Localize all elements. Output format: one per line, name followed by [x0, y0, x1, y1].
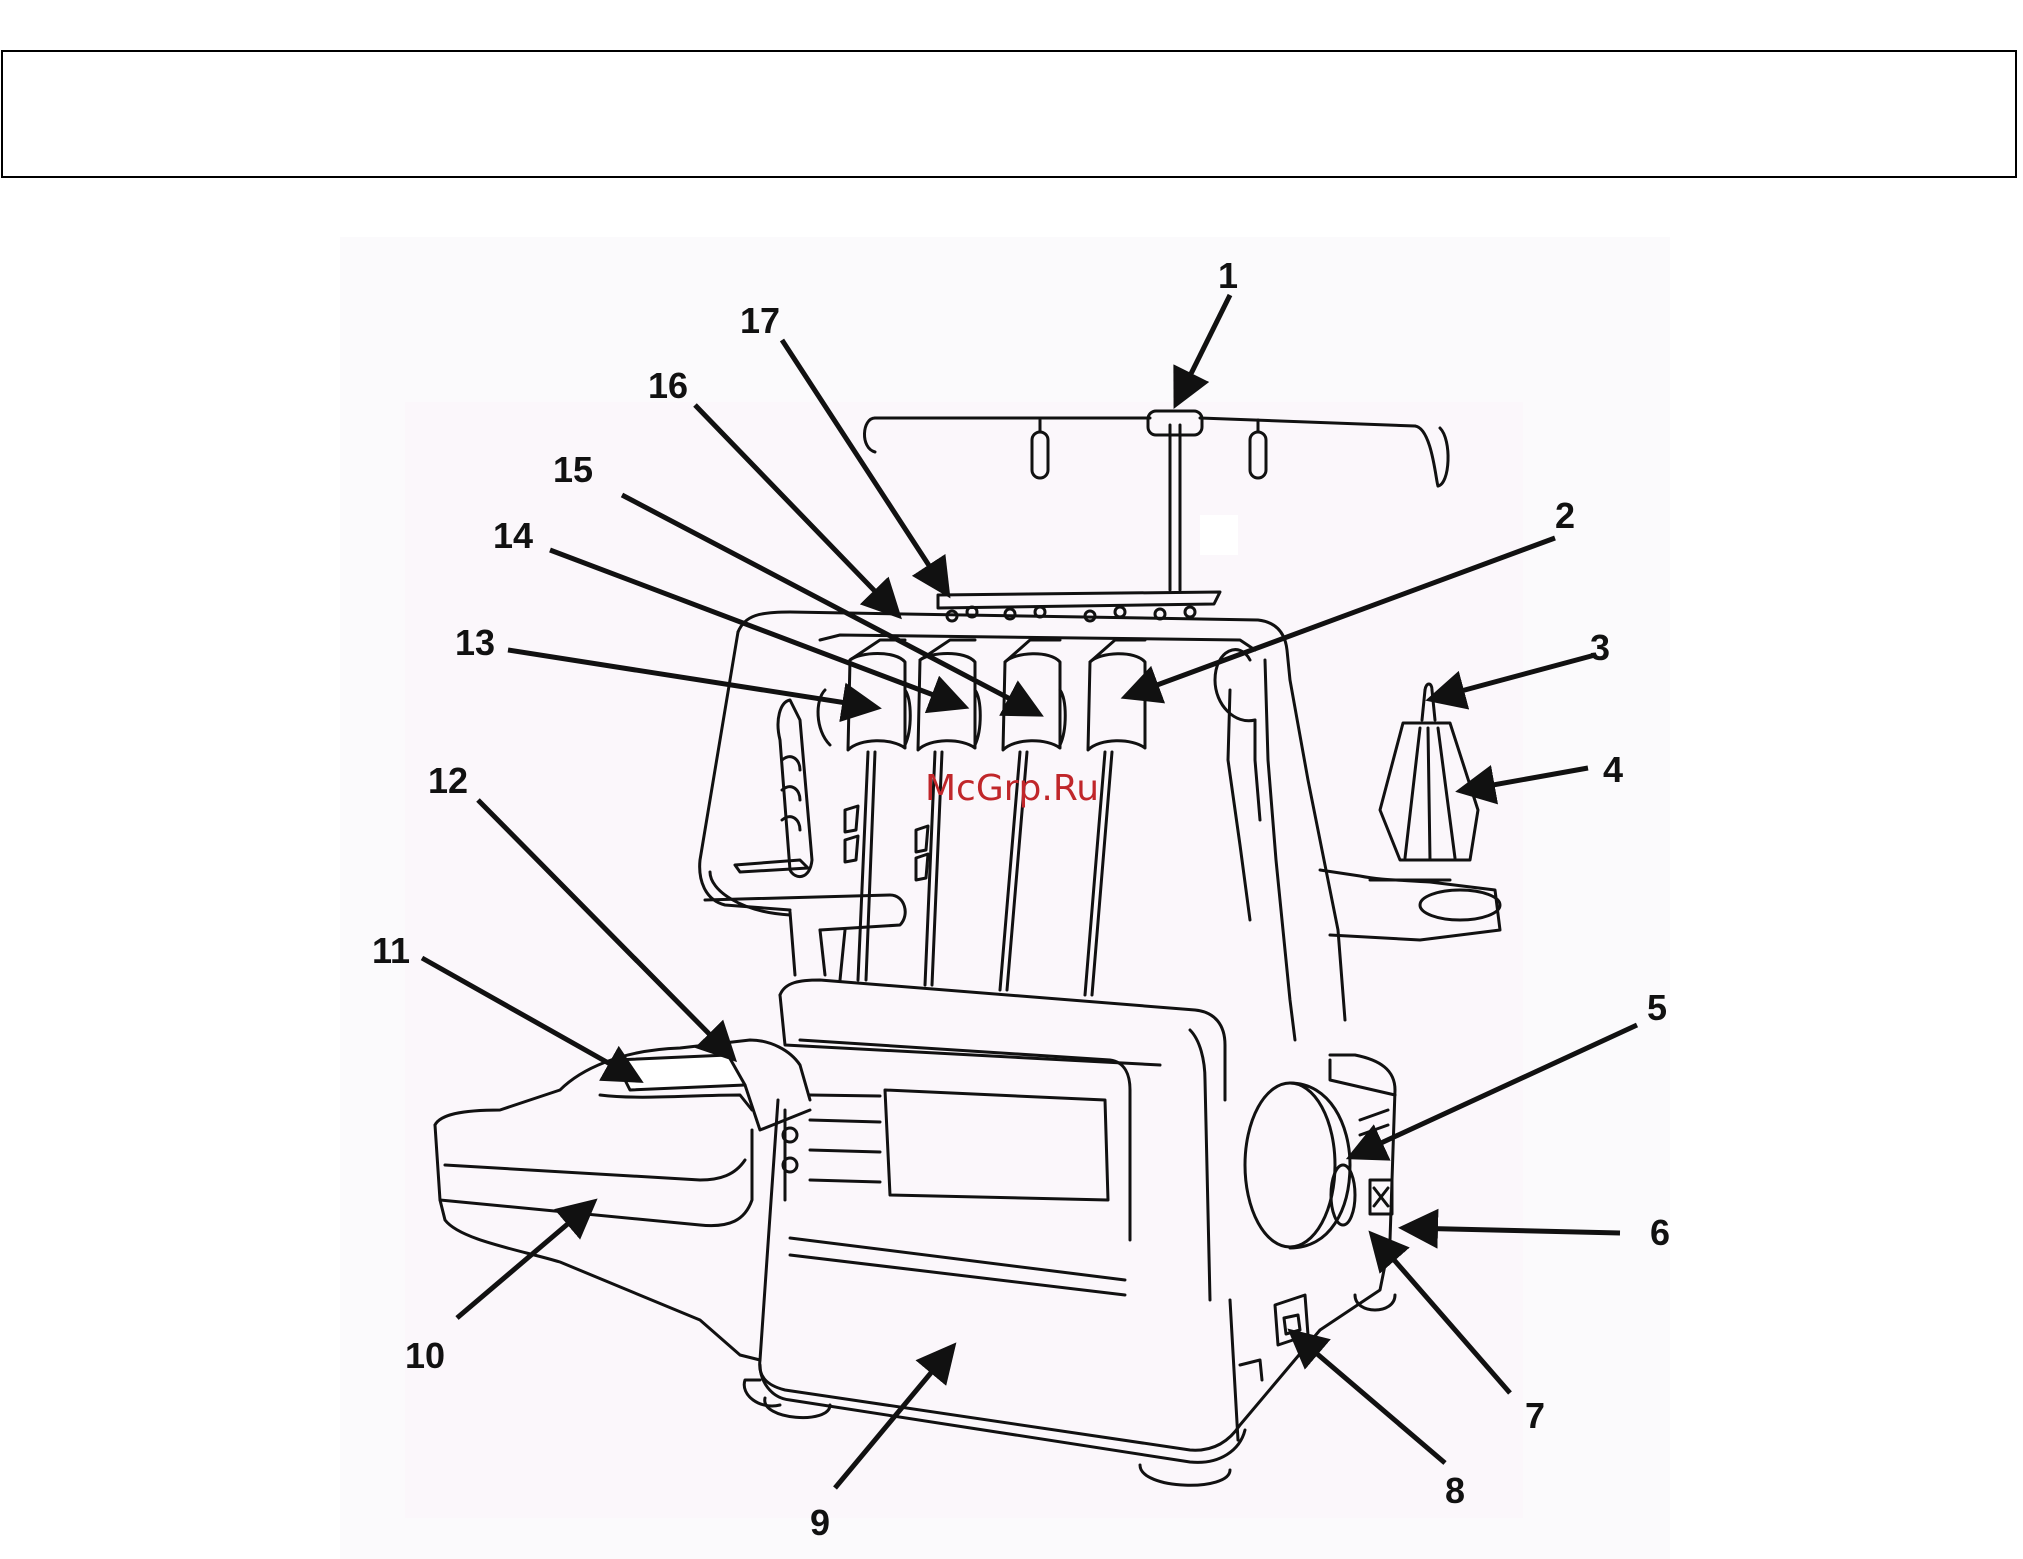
callout-16: 16 [648, 365, 688, 406]
free-arm-table [435, 1040, 810, 1360]
callout-9: 9 [810, 1502, 830, 1543]
callout-6: 6 [1650, 1212, 1670, 1253]
watermark-text: McGrp.Ru [925, 768, 1099, 809]
arrow-10 [457, 1205, 590, 1318]
arrow-7 [1375, 1238, 1510, 1393]
machine-drawing [435, 411, 1500, 1485]
arrow-11 [422, 958, 635, 1078]
arrow-12 [478, 800, 730, 1055]
cone-holder-icon [1320, 684, 1500, 940]
arrow-5 [1355, 1025, 1637, 1155]
callout-15: 15 [553, 449, 593, 490]
arrow-6 [1408, 1228, 1620, 1233]
callout-3: 3 [1590, 627, 1610, 668]
callout-14: 14 [493, 515, 533, 556]
callout-5: 5 [1647, 987, 1667, 1028]
arrow-9 [835, 1350, 950, 1488]
callout-11: 11 [372, 930, 410, 971]
arrow-4 [1465, 768, 1588, 790]
machine-upper-body [700, 612, 1345, 1040]
arrow-8 [1295, 1335, 1445, 1463]
arrow-17 [782, 340, 945, 590]
callout-2: 2 [1555, 495, 1575, 536]
tension-dials [818, 640, 1145, 750]
arrow-14 [550, 550, 960, 705]
callout-8: 8 [1445, 1470, 1465, 1511]
arrow-1 [1178, 295, 1230, 400]
callout-1: 1 [1218, 255, 1238, 296]
callout-10: 10 [405, 1335, 445, 1376]
callout-4: 4 [1603, 749, 1623, 790]
front-cover [780, 980, 1225, 1300]
callout-13: 13 [455, 622, 495, 663]
callout-7: 7 [1525, 1395, 1545, 1436]
callout-17: 17 [740, 300, 780, 341]
arrow-3 [1435, 655, 1595, 698]
callout-12: 12 [428, 760, 468, 801]
arrow-13 [508, 650, 872, 707]
thread-stand-icon [864, 411, 1448, 590]
